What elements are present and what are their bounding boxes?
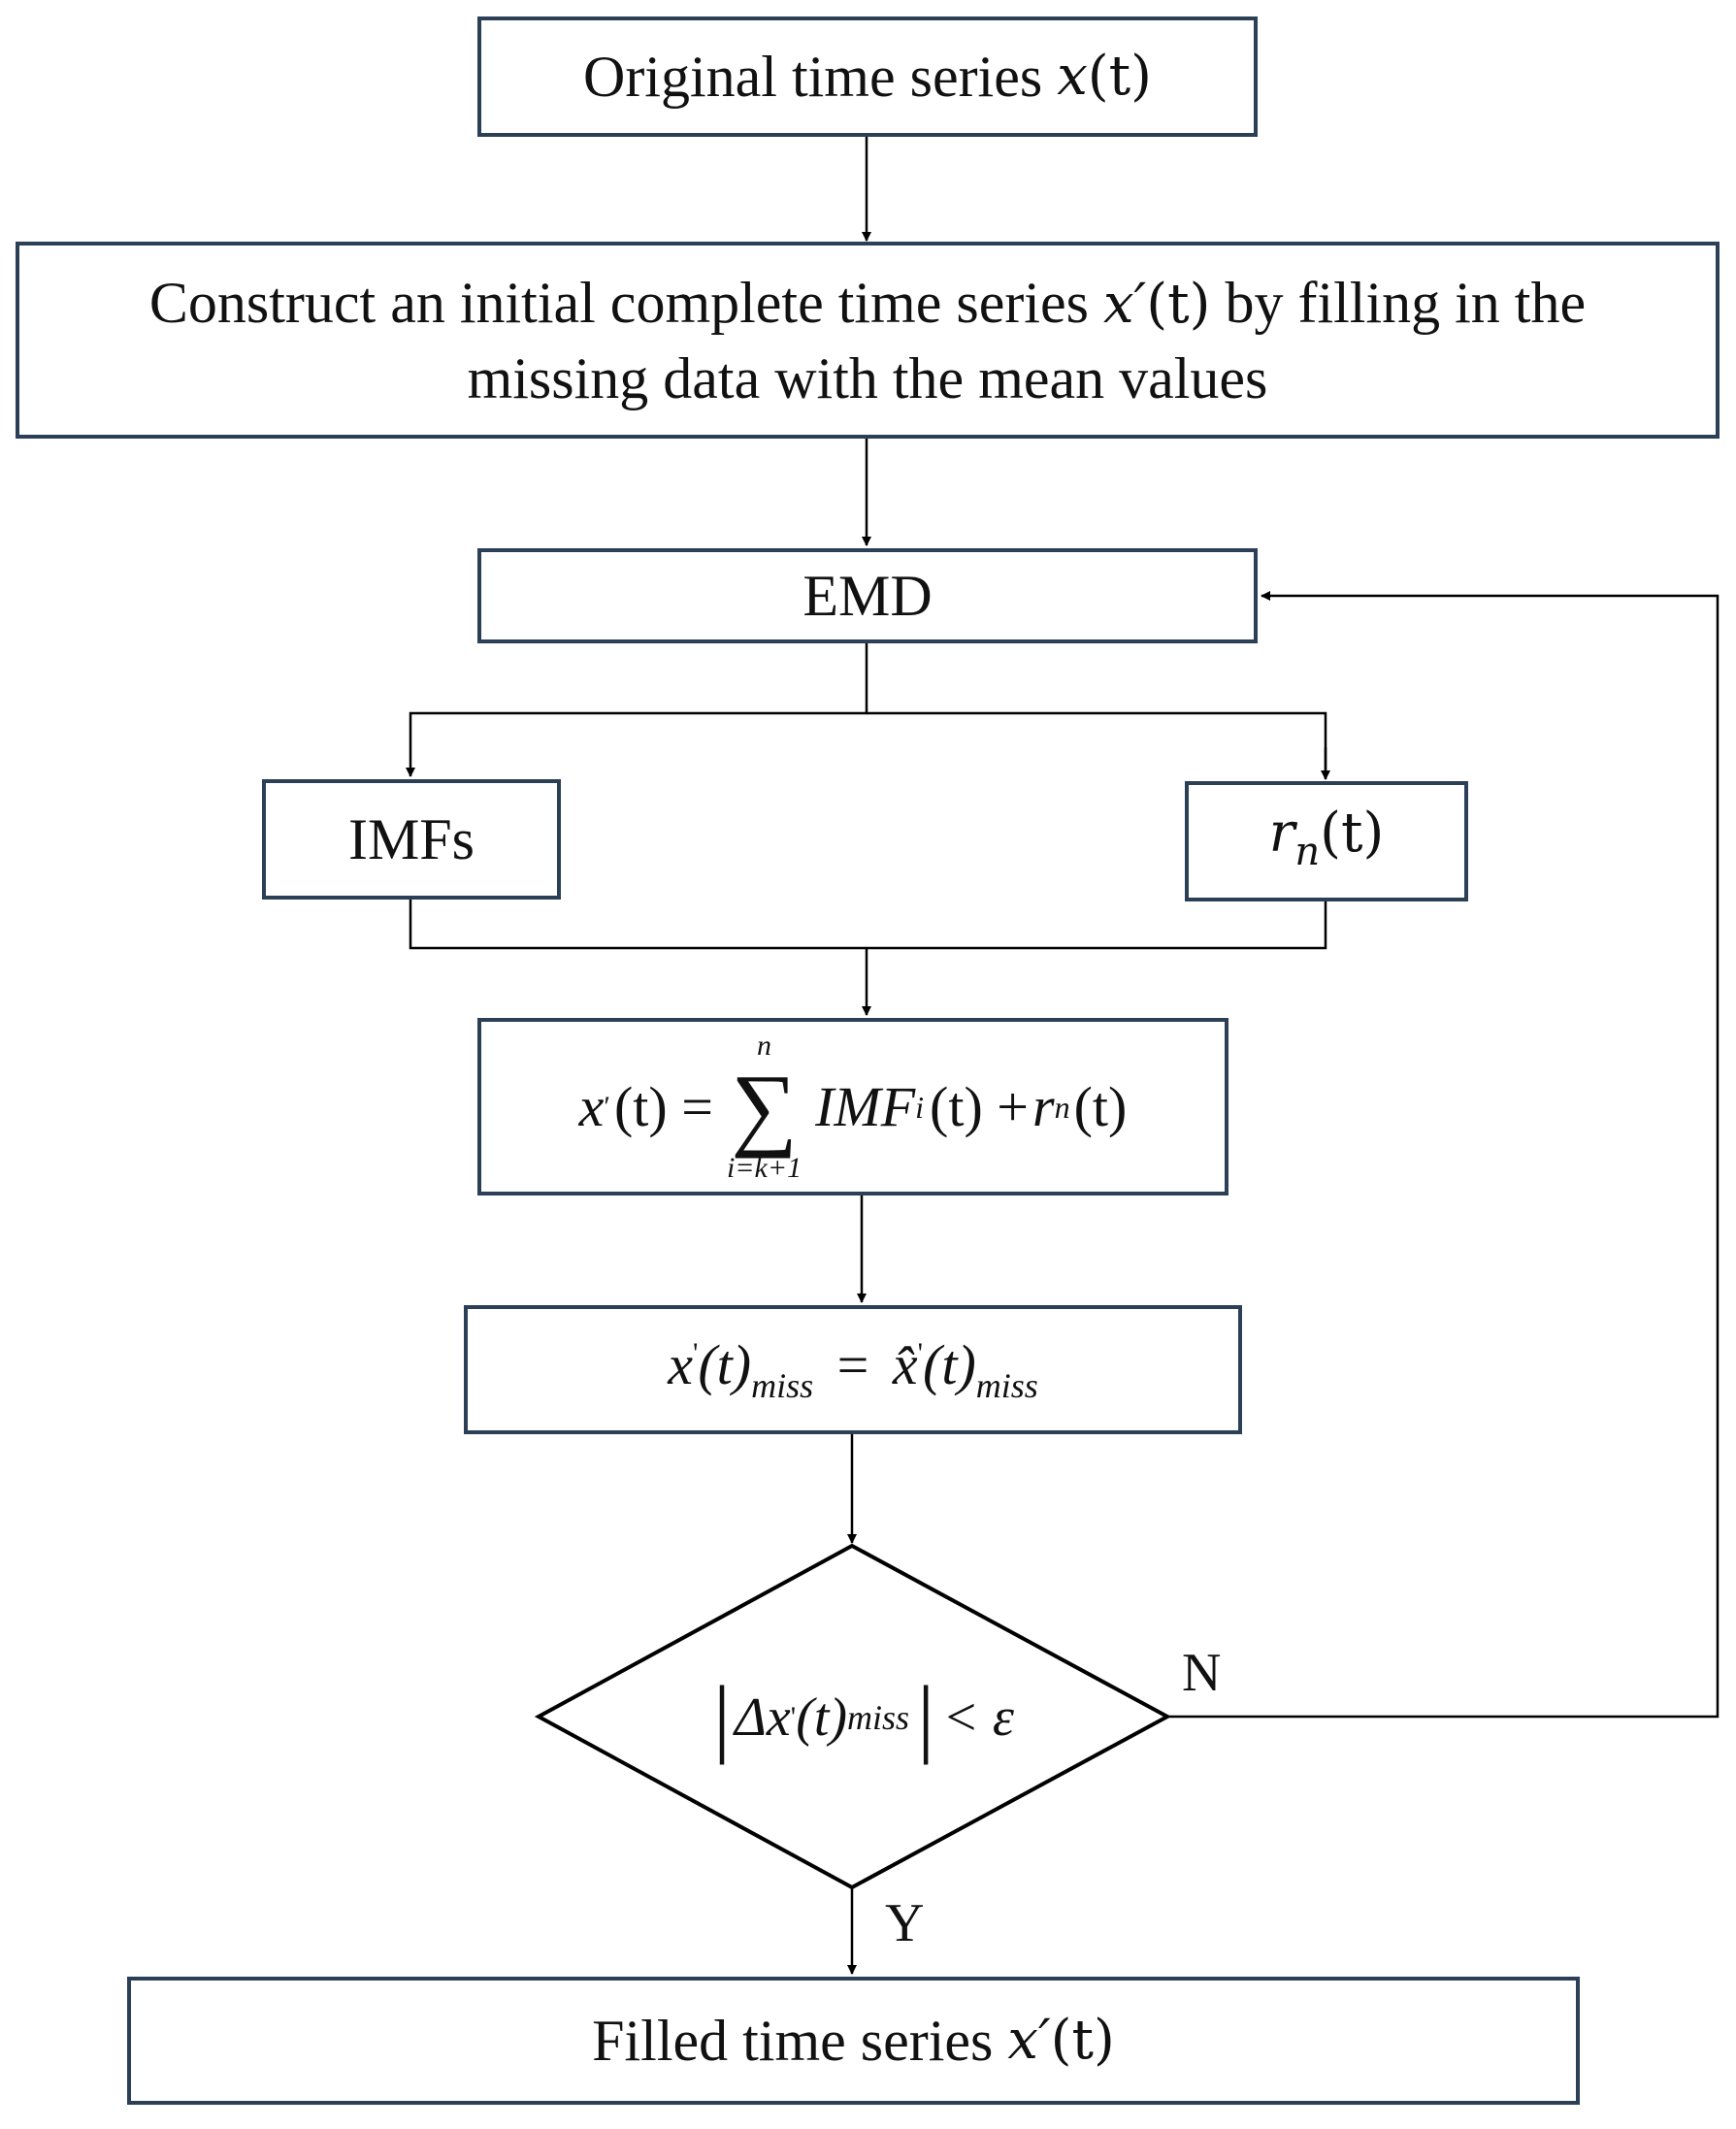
edge-label-no: N — [1182, 1643, 1222, 1703]
decision-lt: < ε — [942, 1687, 1014, 1748]
construct-arg: (t) — [1146, 272, 1211, 336]
replace-rhs-sub: miss — [975, 1366, 1038, 1405]
edge-label-yes: Y — [885, 1893, 925, 1953]
construct-line-1: Construct an initial complete time serie… — [149, 266, 1586, 342]
residual-var: r — [1268, 801, 1295, 865]
construct-var: x′ — [1102, 272, 1147, 336]
replace-rhs-prime: ' — [917, 1337, 924, 1369]
sum-lower: i=k+1 — [726, 1151, 802, 1184]
sum-upper: n — [757, 1029, 771, 1062]
replace-rhs: x̂ — [892, 1333, 918, 1396]
sum-sigma: ∑ — [731, 1054, 798, 1159]
decision-delta: Δx — [735, 1687, 791, 1748]
split-line-emd-right — [867, 711, 1327, 778]
replace-lhs-prime: ' — [692, 1337, 699, 1369]
node-filled-series: Filled time series x′(t) — [127, 1977, 1580, 2105]
sum-lhs: x — [578, 1074, 605, 1138]
replace-lhs-arg: (t) — [698, 1333, 752, 1396]
replace-eq: = — [836, 1333, 869, 1396]
imfs-label: IMFs — [347, 807, 475, 871]
replace-lhs: x — [668, 1333, 693, 1396]
filled-label: Filled time series — [592, 2009, 994, 2073]
original-arg: (t) — [1087, 45, 1152, 108]
sum-term: IMF — [815, 1074, 916, 1138]
merge-line — [409, 900, 1327, 950]
decision-bar-left: | — [713, 1669, 732, 1765]
replace-rhs-arg: (t) — [923, 1333, 976, 1396]
sum-r-sub: n — [1054, 1089, 1070, 1125]
sum-r: r — [1032, 1074, 1055, 1138]
emd-label: EMD — [802, 564, 933, 628]
sum-r-arg: (t) — [1073, 1074, 1128, 1138]
construct-line-2: missing data with the mean values — [467, 345, 1268, 410]
loop-back-line — [1167, 591, 1720, 1719]
sum-lhs-prime: ′ — [604, 1090, 610, 1123]
decision-prime: ' — [790, 1701, 797, 1733]
sum-lhs-arg: (t) = — [613, 1074, 713, 1138]
original-label: Original time series — [583, 45, 1043, 109]
decision-condition: |Δx'(t)miss|< ε — [670, 1669, 1058, 1765]
node-replace-formula: x'(t)miss = x̂'(t)miss — [464, 1305, 1242, 1434]
node-imfs: IMFs — [262, 779, 561, 900]
split-line-emd — [406, 643, 868, 777]
node-residual: rn(t) — [1185, 781, 1468, 901]
replace-lhs-sub: miss — [751, 1366, 814, 1405]
sum-sigma-group: n ∑ i=k+1 — [726, 1029, 802, 1184]
residual-sub: n — [1294, 829, 1321, 874]
construct-text-pre: Construct an initial complete time serie… — [148, 270, 1089, 335]
original-var: x — [1057, 45, 1088, 108]
residual-arg: (t) — [1320, 801, 1385, 865]
node-construct-series: Construct an initial complete time serie… — [16, 242, 1720, 439]
decision-arg: (t) — [796, 1687, 848, 1748]
node-emd: EMD — [477, 548, 1258, 643]
filled-arg: (t) — [1050, 2009, 1115, 2072]
sum-term-sub: i — [915, 1089, 925, 1125]
sum-term-arg: (t) + — [930, 1074, 1029, 1138]
node-original-series: Original time series x(t) — [477, 16, 1258, 137]
filled-var: x′ — [1007, 2009, 1051, 2072]
decision-bar-right: | — [917, 1669, 935, 1765]
construct-text-post: by filling in the — [1225, 270, 1587, 335]
decision-sub: miss — [847, 1698, 910, 1737]
